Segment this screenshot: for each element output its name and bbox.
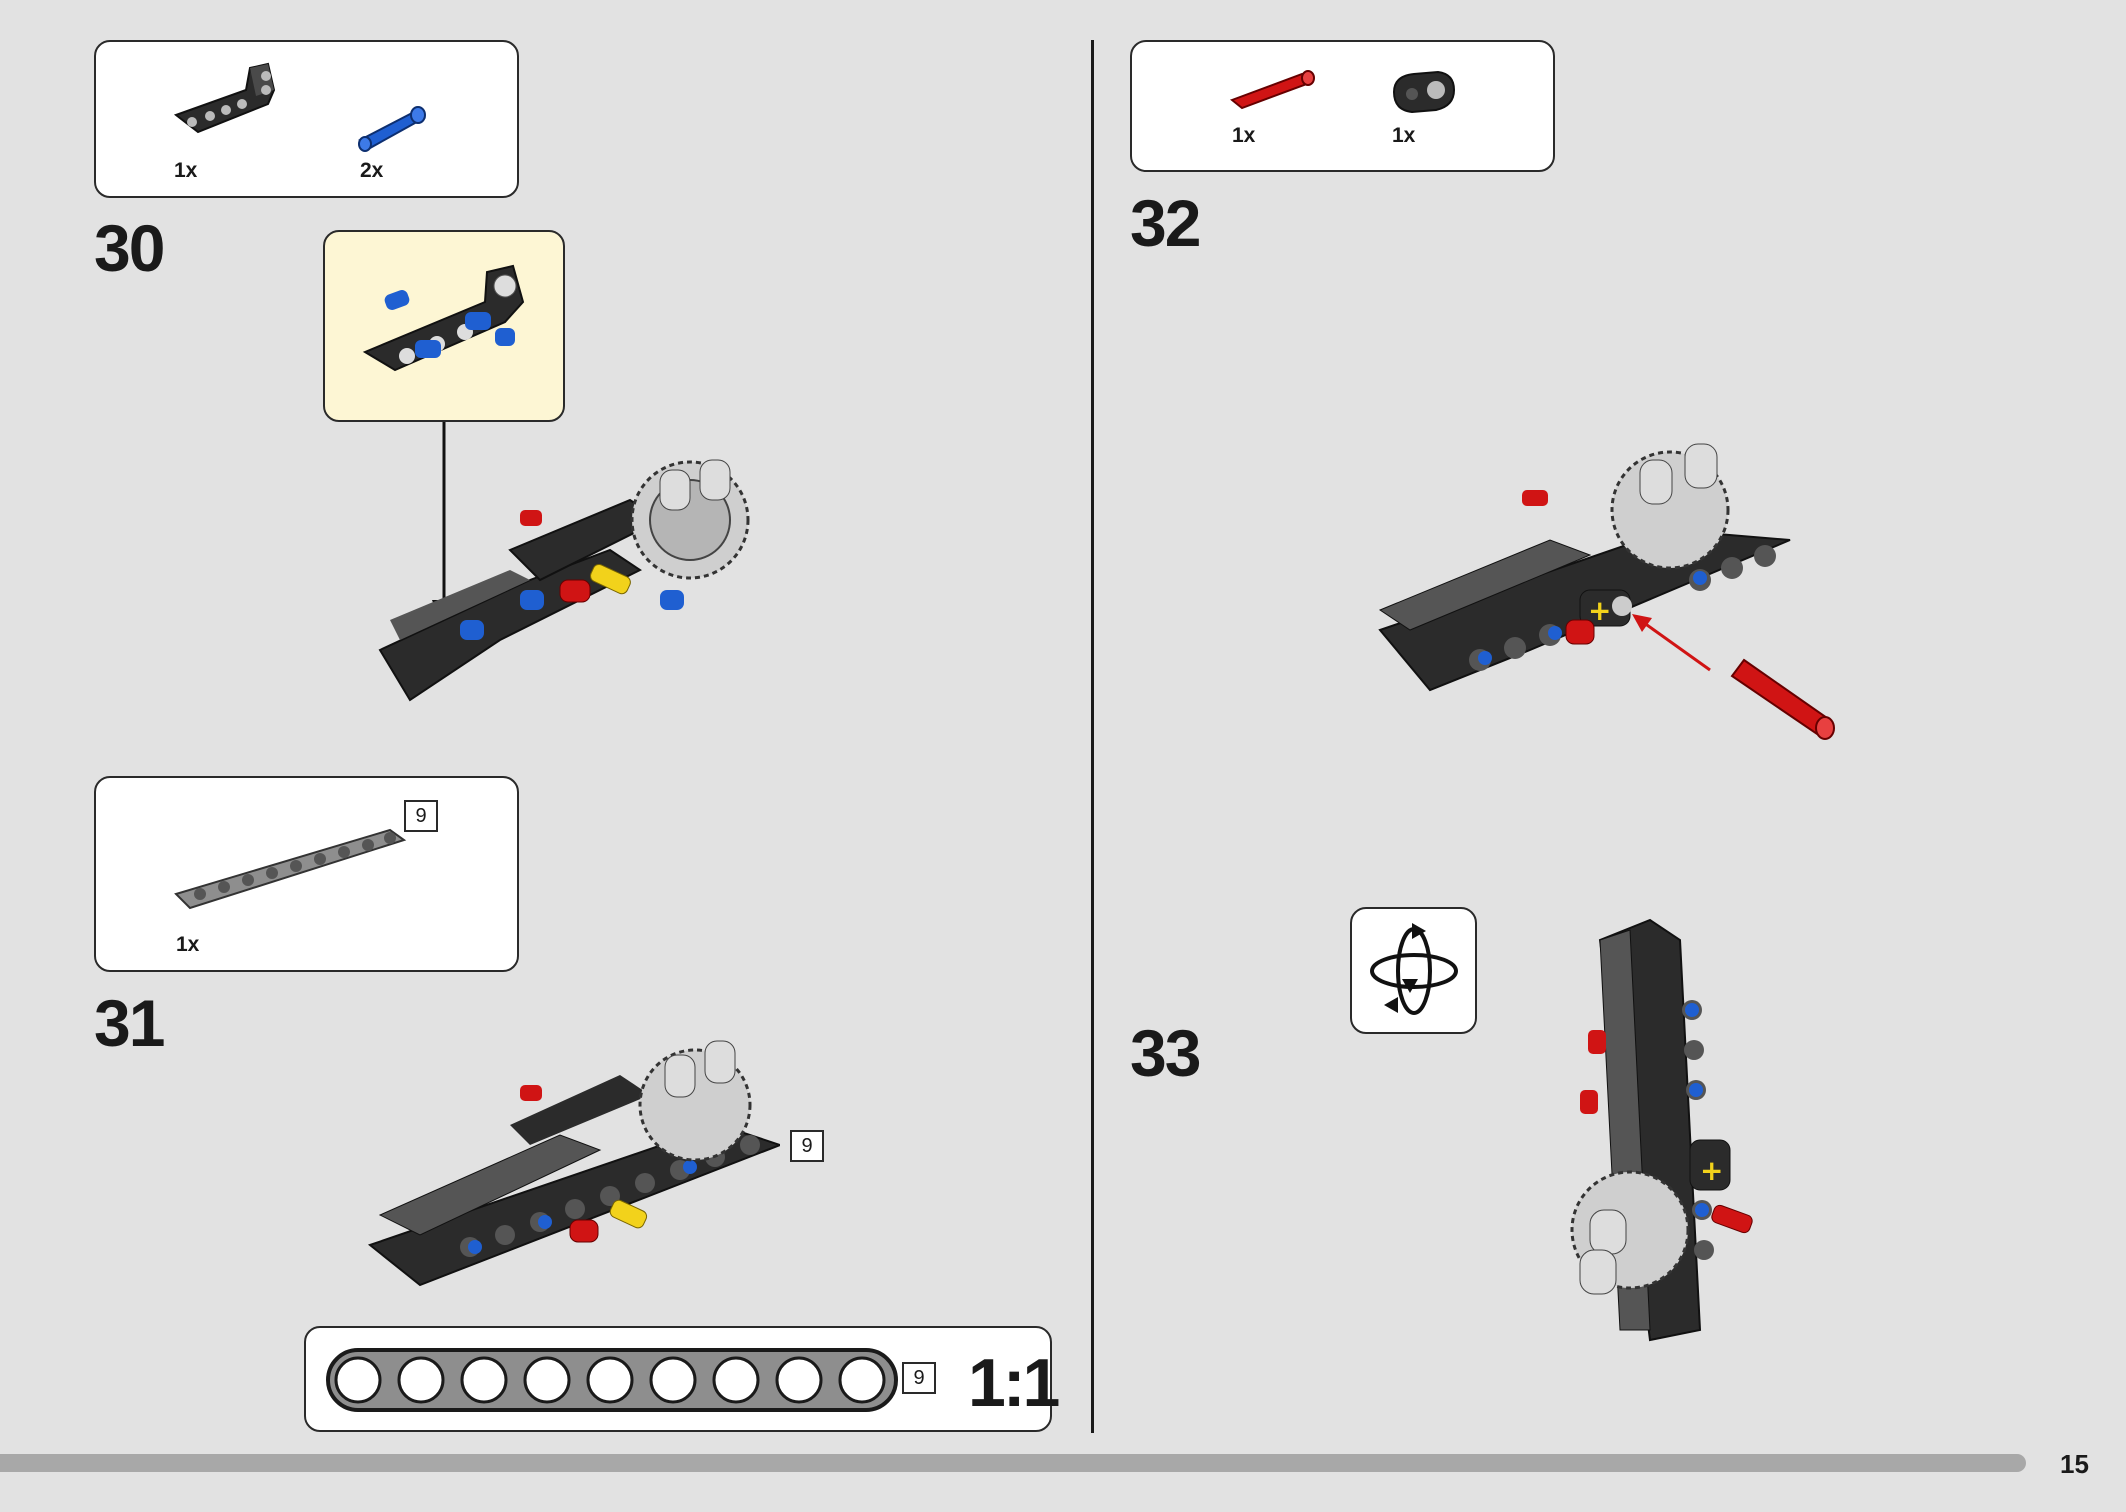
scale-length-indicator: 9	[902, 1362, 936, 1394]
red-axle-pin-part	[1229, 70, 1315, 110]
step-30-model-illustration	[378, 459, 750, 702]
scale-ruler-box: 9 1:1	[304, 1326, 1060, 1432]
part-quantity: 1x	[1392, 124, 1416, 147]
parts-box-step-32: 1x 1x	[1130, 40, 1555, 172]
bent-liftarm-part	[173, 62, 276, 134]
sub-assembly-callout	[323, 230, 565, 422]
part-quantity: 2x	[360, 159, 384, 182]
parts-box-step-30: 1x 2x	[94, 40, 519, 198]
rotate-model-box	[1350, 907, 1477, 1034]
rotate-model-icon	[1370, 923, 1458, 1015]
step-33-model-illustration: +	[1570, 918, 1753, 1342]
beam-part	[174, 828, 407, 910]
part-quantity: 1x	[1232, 124, 1256, 147]
black-connector-part	[1392, 70, 1456, 114]
length-indicator: 9	[790, 1130, 824, 1162]
parts-box-step-31: 9 1x	[94, 776, 519, 972]
scale-beam-illustration	[326, 1348, 898, 1412]
page-number: 15	[2060, 1449, 2089, 1479]
scale-ratio: 1:1	[968, 1345, 1060, 1421]
step-number-33: 33	[1130, 1016, 1201, 1090]
step-32-model-illustration: +	[1378, 443, 1835, 740]
step-31-model-illustration	[367, 1040, 780, 1287]
step-number-32: 32	[1130, 186, 1201, 260]
step-number-31: 31	[94, 986, 165, 1060]
column-divider	[1091, 40, 1094, 1433]
length-indicator: 9	[404, 800, 438, 832]
page-progress-bar	[0, 1454, 2026, 1472]
svg-text:+: +	[1588, 594, 1611, 627]
part-quantity: 1x	[174, 159, 198, 182]
part-quantity: 1x	[176, 933, 200, 956]
blue-pin-part	[358, 106, 426, 152]
svg-text:+: +	[1700, 1154, 1723, 1187]
callout-subassembly-illustration	[362, 264, 525, 372]
step-number-30: 30	[94, 211, 165, 285]
